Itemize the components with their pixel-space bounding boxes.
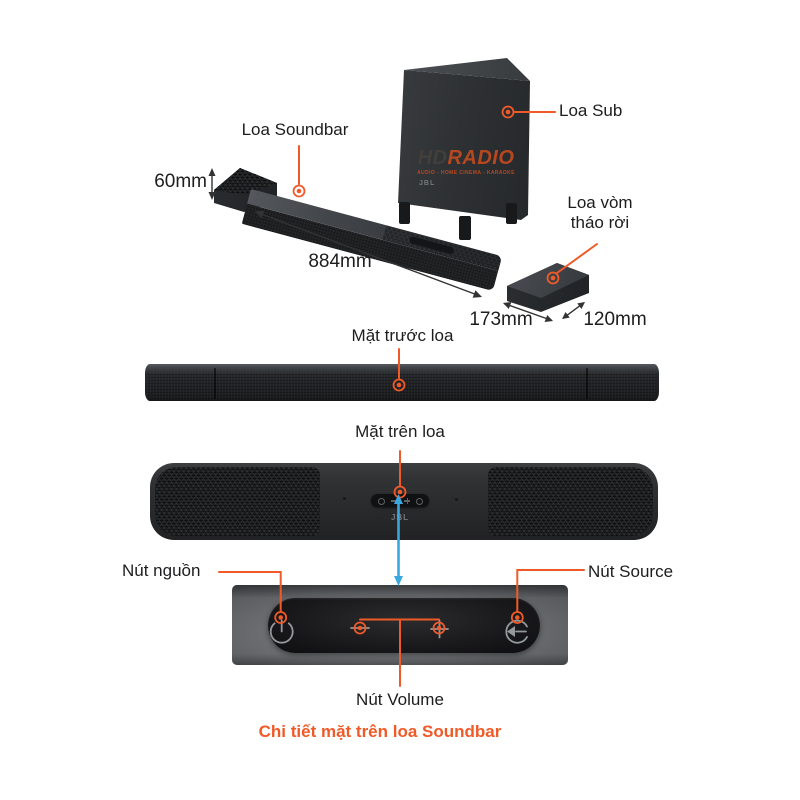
- dim-60mm-label: 60mm: [154, 171, 207, 192]
- mini-source-icon: [416, 497, 423, 505]
- jbl-logo-sub: JBL: [419, 180, 436, 187]
- hdradio-watermark: HDRADIO AUDIO - HOME CINEMA - KARAOKE: [399, 148, 533, 176]
- soundbar-front-view-image: [145, 364, 659, 401]
- sub-label: Loa Sub: [559, 101, 623, 120]
- front-view-grille: [147, 372, 657, 399]
- front-view-label: Mặt trước loa: [351, 326, 454, 345]
- mini-volume-up-icon-vertical: [406, 497, 408, 504]
- subwoofer-foot: [506, 203, 517, 224]
- mini-volume-down-icon: [391, 500, 397, 502]
- soundbar-top-view-image: JBL: [150, 463, 658, 540]
- top-view-grille-left: [155, 467, 320, 536]
- subwoofer-image: HDRADIO AUDIO - HOME CINEMA - KARAOKE JB…: [391, 54, 541, 234]
- top-view-control-pill: [371, 494, 429, 507]
- power-label: Nút nguồn: [122, 561, 201, 580]
- volume-label: Nút Volume: [356, 690, 444, 709]
- mic-dot-left: [343, 497, 346, 500]
- pointer-soundbar: [292, 145, 306, 198]
- surround-label-line2: tháo rời: [570, 213, 630, 233]
- surround-label-line1: Loa vòm: [567, 193, 633, 212]
- subwoofer-front-face: [398, 70, 530, 220]
- subwoofer-foot: [459, 216, 471, 240]
- front-view-seam-left: [214, 368, 216, 399]
- surround-speaker-right-image: [505, 260, 591, 314]
- caption: Chi tiết mặt trên loa Soundbar: [258, 722, 502, 741]
- control-panel-closeup-image: [232, 585, 568, 665]
- watermark-title: HDRADIO: [399, 148, 533, 168]
- subwoofer-foot: [399, 202, 410, 224]
- mini-power-icon: [378, 497, 385, 505]
- dim-884mm-label: 884mm: [308, 251, 372, 272]
- dim-120mm-label: 120mm: [583, 309, 647, 330]
- top-view-label: Mặt trên loa: [355, 422, 445, 441]
- closeup-control-pill: [268, 598, 540, 653]
- soundbar-label: Loa Soundbar: [241, 120, 349, 139]
- mic-dot-right: [455, 498, 458, 501]
- front-view-seam-right: [586, 368, 588, 399]
- top-view-grille-right: [488, 467, 653, 536]
- source-label: Nút Source: [588, 562, 674, 581]
- watermark-hd: HD: [417, 147, 448, 169]
- watermark-tagline: AUDIO - HOME CINEMA - KARAOKE: [417, 170, 515, 176]
- jbl-logo-top-view: JBL: [390, 513, 410, 522]
- surround-label: Loa vòm tháo rời: [552, 193, 648, 234]
- watermark-radio: RADIO: [447, 147, 515, 169]
